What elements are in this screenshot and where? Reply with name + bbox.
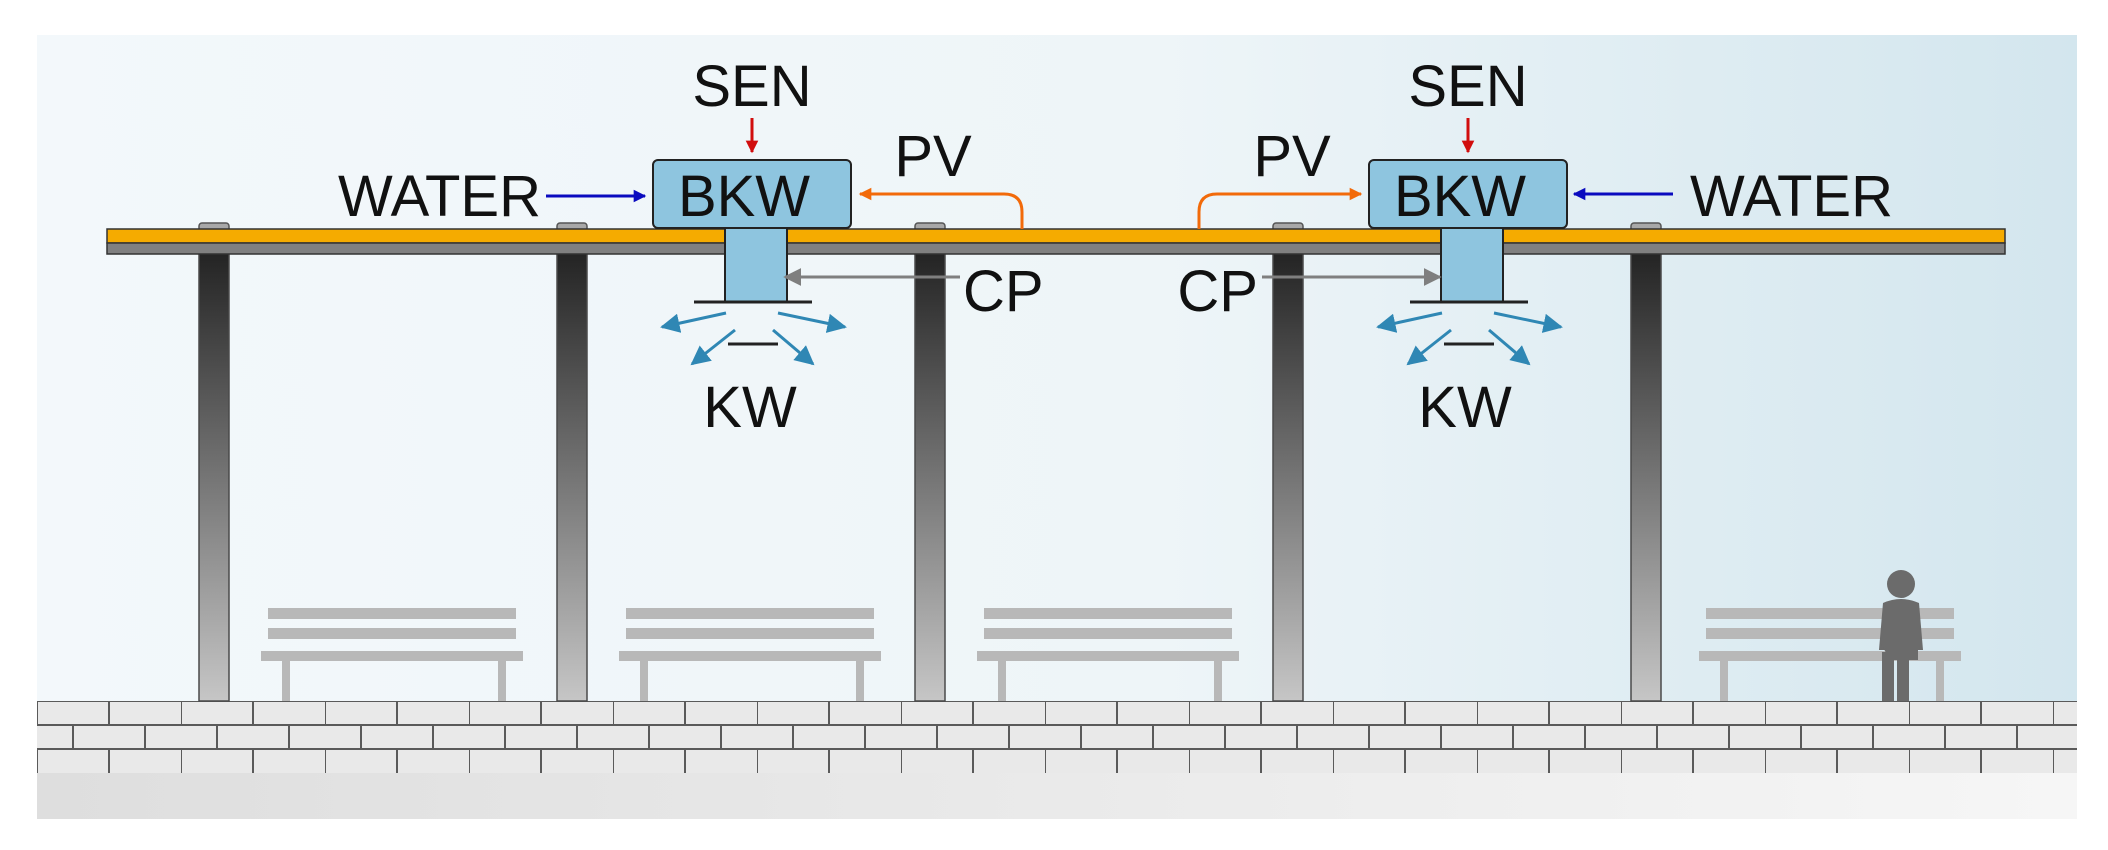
sen-label-left: SEN — [692, 54, 811, 119]
unit-right-stem — [1440, 225, 1504, 303]
pole-4 — [1272, 222, 1304, 702]
pv-arrow-left — [858, 187, 1024, 229]
cp-label-right: CP — [1177, 259, 1258, 324]
unit-right-box — [1368, 159, 1568, 229]
pv-arrow-right — [1197, 187, 1363, 229]
seated-person — [1879, 570, 1923, 701]
kw-arrows-right — [1376, 311, 1563, 366]
unit-left-label: BKW — [678, 164, 810, 229]
unit-right-label: BKW — [1394, 164, 1526, 229]
bench-2 — [619, 608, 881, 701]
unit-left-box — [652, 159, 852, 229]
pole-3 — [914, 222, 946, 702]
pole-1 — [198, 222, 230, 702]
cp-label-left: CP — [963, 259, 1044, 324]
ground-strip — [37, 773, 2077, 819]
kw-label-right: KW — [1418, 375, 1512, 440]
roof-beam — [106, 242, 2006, 255]
sen-label-right: SEN — [1408, 54, 1527, 119]
unit-left: BKW SEN WATER PV CP KW — [338, 54, 1044, 440]
water-label-left: WATER — [338, 164, 541, 229]
pole-5 — [1630, 222, 1662, 702]
bench-3 — [977, 608, 1239, 701]
bench-1 — [261, 608, 523, 701]
sky-background — [37, 35, 2077, 701]
pv-label-right: PV — [1253, 124, 1331, 189]
pv-label-left: PV — [894, 124, 972, 189]
water-label-right: WATER — [1690, 164, 1893, 229]
kw-label-left: KW — [703, 375, 797, 440]
kw-arrows-left — [660, 311, 847, 366]
pole-2 — [556, 222, 588, 702]
unit-left-stem — [724, 225, 788, 303]
unit-right: BKW SEN WATER PV CP KW — [1177, 54, 1893, 440]
bench-4 — [1699, 608, 1961, 701]
roof-pv-panel — [106, 228, 2006, 244]
brick-pavement — [37, 701, 2077, 773]
